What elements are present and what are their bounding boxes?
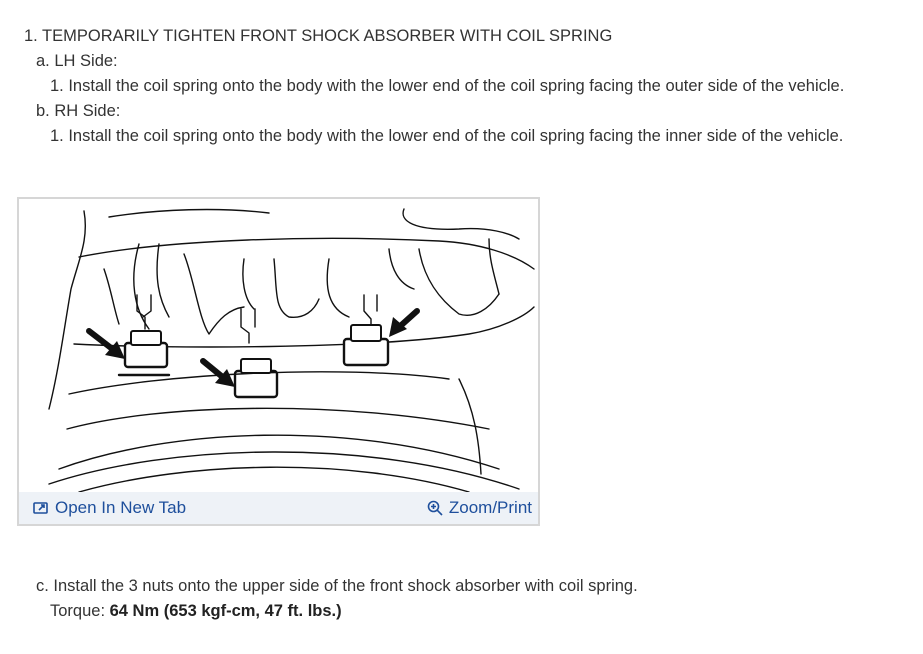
torque-label: Torque: (50, 602, 110, 620)
rh-side-label: b. RH Side: (36, 102, 121, 120)
zoom-print-link[interactable]: Zoom/Print (427, 498, 532, 518)
step-c-text: c. Install the 3 nuts onto the upper sid… (36, 577, 638, 595)
rh-side-step: 1. Install the coil spring onto the body… (50, 127, 844, 145)
procedure-heading: 1. TEMPORARILY TIGHTEN FRONT SHOCK ABSOR… (24, 27, 613, 45)
figure-toolbar: Open In New Tab Zoom/Print (19, 492, 538, 524)
lh-side-label: a. LH Side: (36, 52, 118, 70)
lh-side-step: 1. Install the coil spring onto the body… (50, 77, 845, 95)
open-in-new-tab-link[interactable]: Open In New Tab (33, 498, 186, 518)
torque-value: 64 Nm (653 kgf-cm, 47 ft. lbs.) (109, 602, 342, 620)
shock-absorber-nuts-illustration (48, 208, 535, 492)
illustration-figure: Open In New Tab Zoom/Print (17, 197, 540, 526)
zoom-icon (427, 500, 443, 516)
zoom-print-label: Zoom/Print (448, 498, 532, 517)
open-in-new-tab-label: Open In New Tab (55, 498, 187, 517)
torque-spec: Torque: 64 Nm (653 kgf-cm, 47 ft. lbs.) (50, 601, 342, 621)
open-in-new-tab-icon (33, 502, 48, 514)
